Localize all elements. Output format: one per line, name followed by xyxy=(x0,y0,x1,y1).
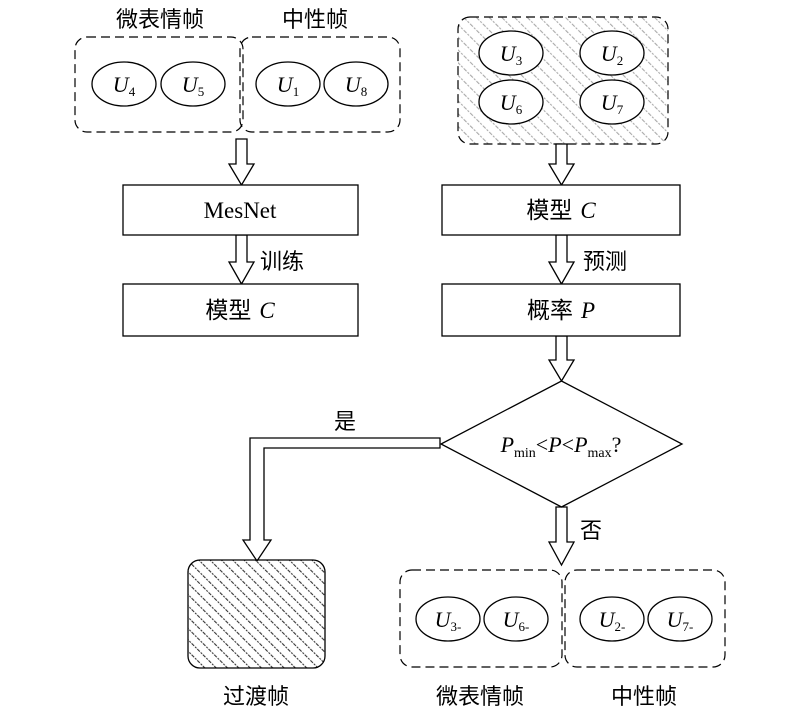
svg-text:U6-: U6- xyxy=(503,607,530,634)
label-neutral-top: 中性帧 xyxy=(282,8,348,33)
label-neutral-bottom: 中性帧 xyxy=(611,685,677,710)
ellipse-u5: U5 xyxy=(160,61,226,107)
svg-text:U3-: U3- xyxy=(435,607,462,634)
ellipse-u2: U2 xyxy=(579,30,645,76)
no-label: 否 xyxy=(580,519,602,544)
ellipse-u3-minus: U3- xyxy=(415,596,481,642)
yes-label: 是 xyxy=(334,410,356,435)
arrow-down-1 xyxy=(227,138,256,187)
arrow-down-train xyxy=(227,234,256,286)
ellipse-u7-minus: U7- xyxy=(647,596,713,642)
box-probability xyxy=(441,283,681,337)
label-micro-expression-top: 微表情帧 xyxy=(116,8,204,33)
box-model-right xyxy=(441,184,681,236)
arrow-down-no xyxy=(547,506,576,567)
train-label: 训练 xyxy=(260,250,304,275)
svg-text:U2-: U2- xyxy=(599,607,626,634)
mesnet-label: MesNet xyxy=(204,198,277,223)
arrow-down-decision xyxy=(547,335,576,383)
ellipse-u6-minus: U6- xyxy=(483,596,549,642)
ellipse-u1: U1 xyxy=(255,61,321,107)
decision-condition: Pmin<P<Pmax? xyxy=(500,432,622,461)
svg-text:U6: U6 xyxy=(500,90,523,117)
group-neutral-bottom xyxy=(564,569,726,668)
svg-text:U5: U5 xyxy=(182,72,204,99)
ellipse-u4: U4 xyxy=(91,61,157,107)
box-transition-frames xyxy=(187,559,326,669)
ellipse-u2-minus: U2- xyxy=(579,596,645,642)
label-transition: 过渡帧 xyxy=(223,685,289,710)
decision-diamond xyxy=(439,380,684,508)
arrow-down-predict xyxy=(547,234,576,286)
arrow-down-2 xyxy=(547,143,576,187)
group-micro-expression-bottom xyxy=(399,569,563,668)
ellipse-u7: U7 xyxy=(579,79,645,125)
svg-text:U7-: U7- xyxy=(667,607,694,634)
box-model-left xyxy=(122,283,359,337)
svg-text:U1: U1 xyxy=(277,72,299,99)
svg-text:U7: U7 xyxy=(601,90,624,117)
box-mesnet xyxy=(122,184,359,236)
ellipse-u8: U8 xyxy=(323,61,389,107)
svg-text:U2: U2 xyxy=(601,41,623,68)
svg-text:U4: U4 xyxy=(113,72,136,99)
group-neutral-top xyxy=(239,36,401,133)
svg-text:U8: U8 xyxy=(345,72,367,99)
ellipse-u3: U3 xyxy=(478,30,544,76)
group-micro-expression-top xyxy=(74,36,244,133)
predict-label: 预测 xyxy=(583,250,627,275)
svg-text:U3: U3 xyxy=(500,41,522,68)
label-micro-expression-bottom: 微表情帧 xyxy=(436,685,524,710)
ellipse-u6: U6 xyxy=(478,79,544,125)
arrow-yes-path xyxy=(241,437,441,563)
